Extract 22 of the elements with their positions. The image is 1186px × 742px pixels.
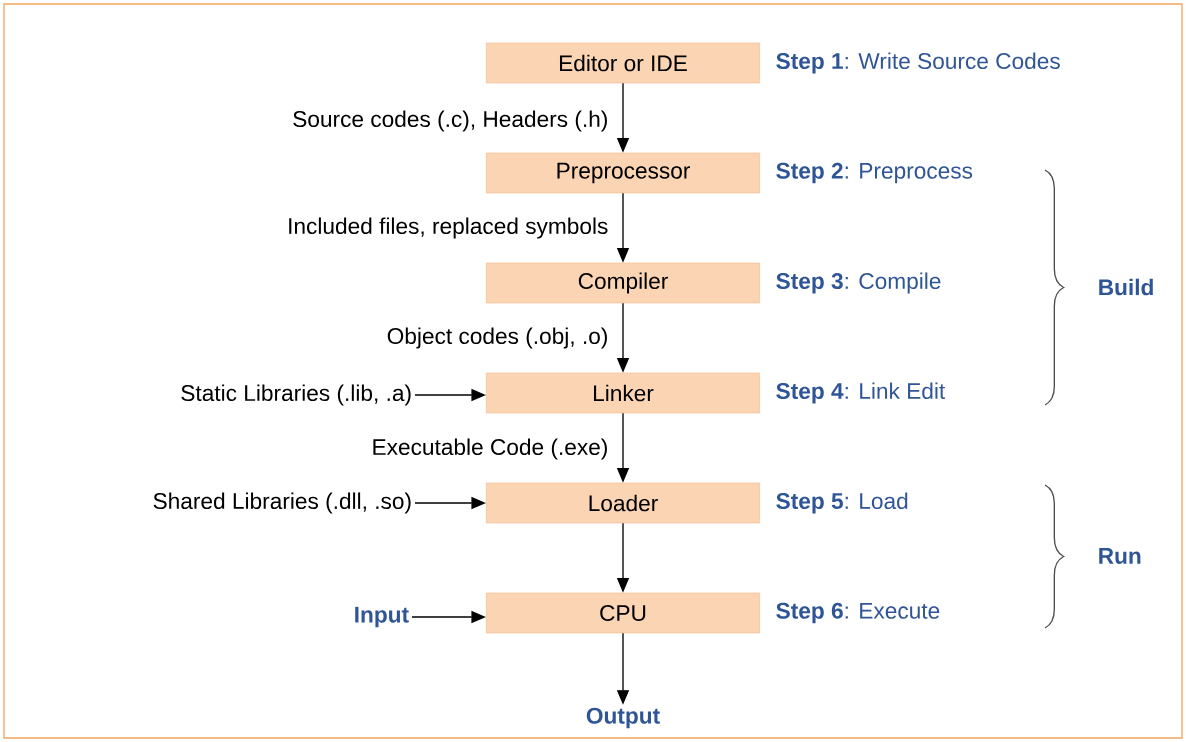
step-label: Step 1: Write Source Codes — [776, 52, 1060, 74]
group-label: Build — [1099, 278, 1153, 296]
text-label: Shared Libraries (.dll, .so) — [153, 492, 411, 514]
step-label: Step 2: Preprocess — [776, 162, 973, 184]
edge-label: Included files, replaced symbols — [285, 216, 610, 240]
process-box: CPU — [486, 592, 760, 634]
step-label: Step 5: Load — [776, 492, 908, 514]
group-label: Run — [1099, 548, 1141, 564]
process-box: Linker — [486, 372, 760, 414]
edge-label: Source codes (.c), Headers (.h) — [290, 109, 610, 133]
edge-label: Executable Code (.exe) — [370, 437, 610, 461]
process-box: Preprocessor — [486, 152, 760, 194]
edge-label: Object codes (.obj, .o) — [385, 326, 610, 350]
step-label: Step 3: Compile — [776, 272, 941, 294]
step-label: Step 4: Link Edit — [776, 382, 946, 404]
output-label: Output — [586, 707, 660, 729]
process-box: Loader — [486, 482, 760, 524]
process-box: Compiler — [486, 262, 760, 304]
step-label: Step 6: Execute — [776, 602, 940, 624]
process-box: Editor or IDE — [486, 42, 760, 84]
text-label: Static Libraries (.lib, .a) — [181, 384, 411, 406]
input-label: Input — [355, 606, 409, 628]
